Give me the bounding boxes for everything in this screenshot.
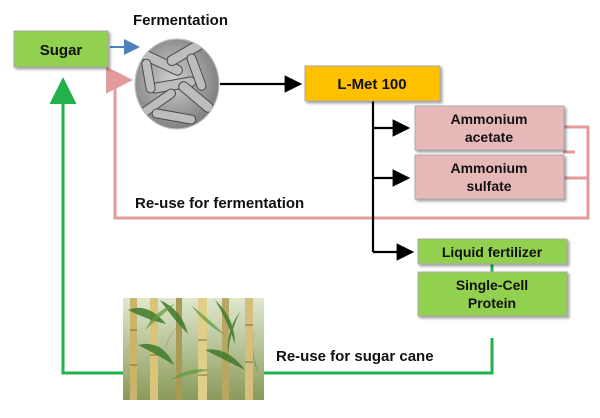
reuse-fermentation-label: Re-use for fermentation (135, 195, 304, 212)
ammonium-sulfate-line1: Ammonium (451, 160, 528, 176)
process-flow-arrows (220, 75, 415, 261)
reuse-fermentation-loop (106, 66, 590, 220)
ammonium-acetate-line2: acetate (465, 129, 513, 145)
single-cell-protein-line2: Protein (468, 295, 516, 311)
single-cell-protein-box (417, 271, 568, 317)
reuse-sugar-cane-label: Re-use for sugar cane (276, 348, 434, 365)
bacteria-micrograph-image (134, 38, 220, 130)
single-cell-protein-line1: Single-Cell (456, 277, 528, 293)
sugar-box (13, 30, 109, 68)
liquid-fertilizer-label: Liquid fertilizer (442, 244, 543, 260)
liquid-fertilizer-box (417, 238, 568, 265)
ammonium-sulfate-line2: sulfate (466, 178, 511, 194)
sugar-label: Sugar (40, 42, 83, 59)
lmet-box (304, 65, 441, 102)
ammonium-acetate-line1: Ammonium (451, 111, 528, 127)
sugar-cane-image (123, 298, 264, 400)
lmet-label: L-Met 100 (337, 76, 406, 93)
reuse-sugar-cane-loop (49, 77, 494, 375)
ammonium-sulfate-box (414, 154, 565, 200)
ammonium-acetate-box (414, 105, 565, 151)
fermentation-label: Fermentation (133, 12, 228, 29)
